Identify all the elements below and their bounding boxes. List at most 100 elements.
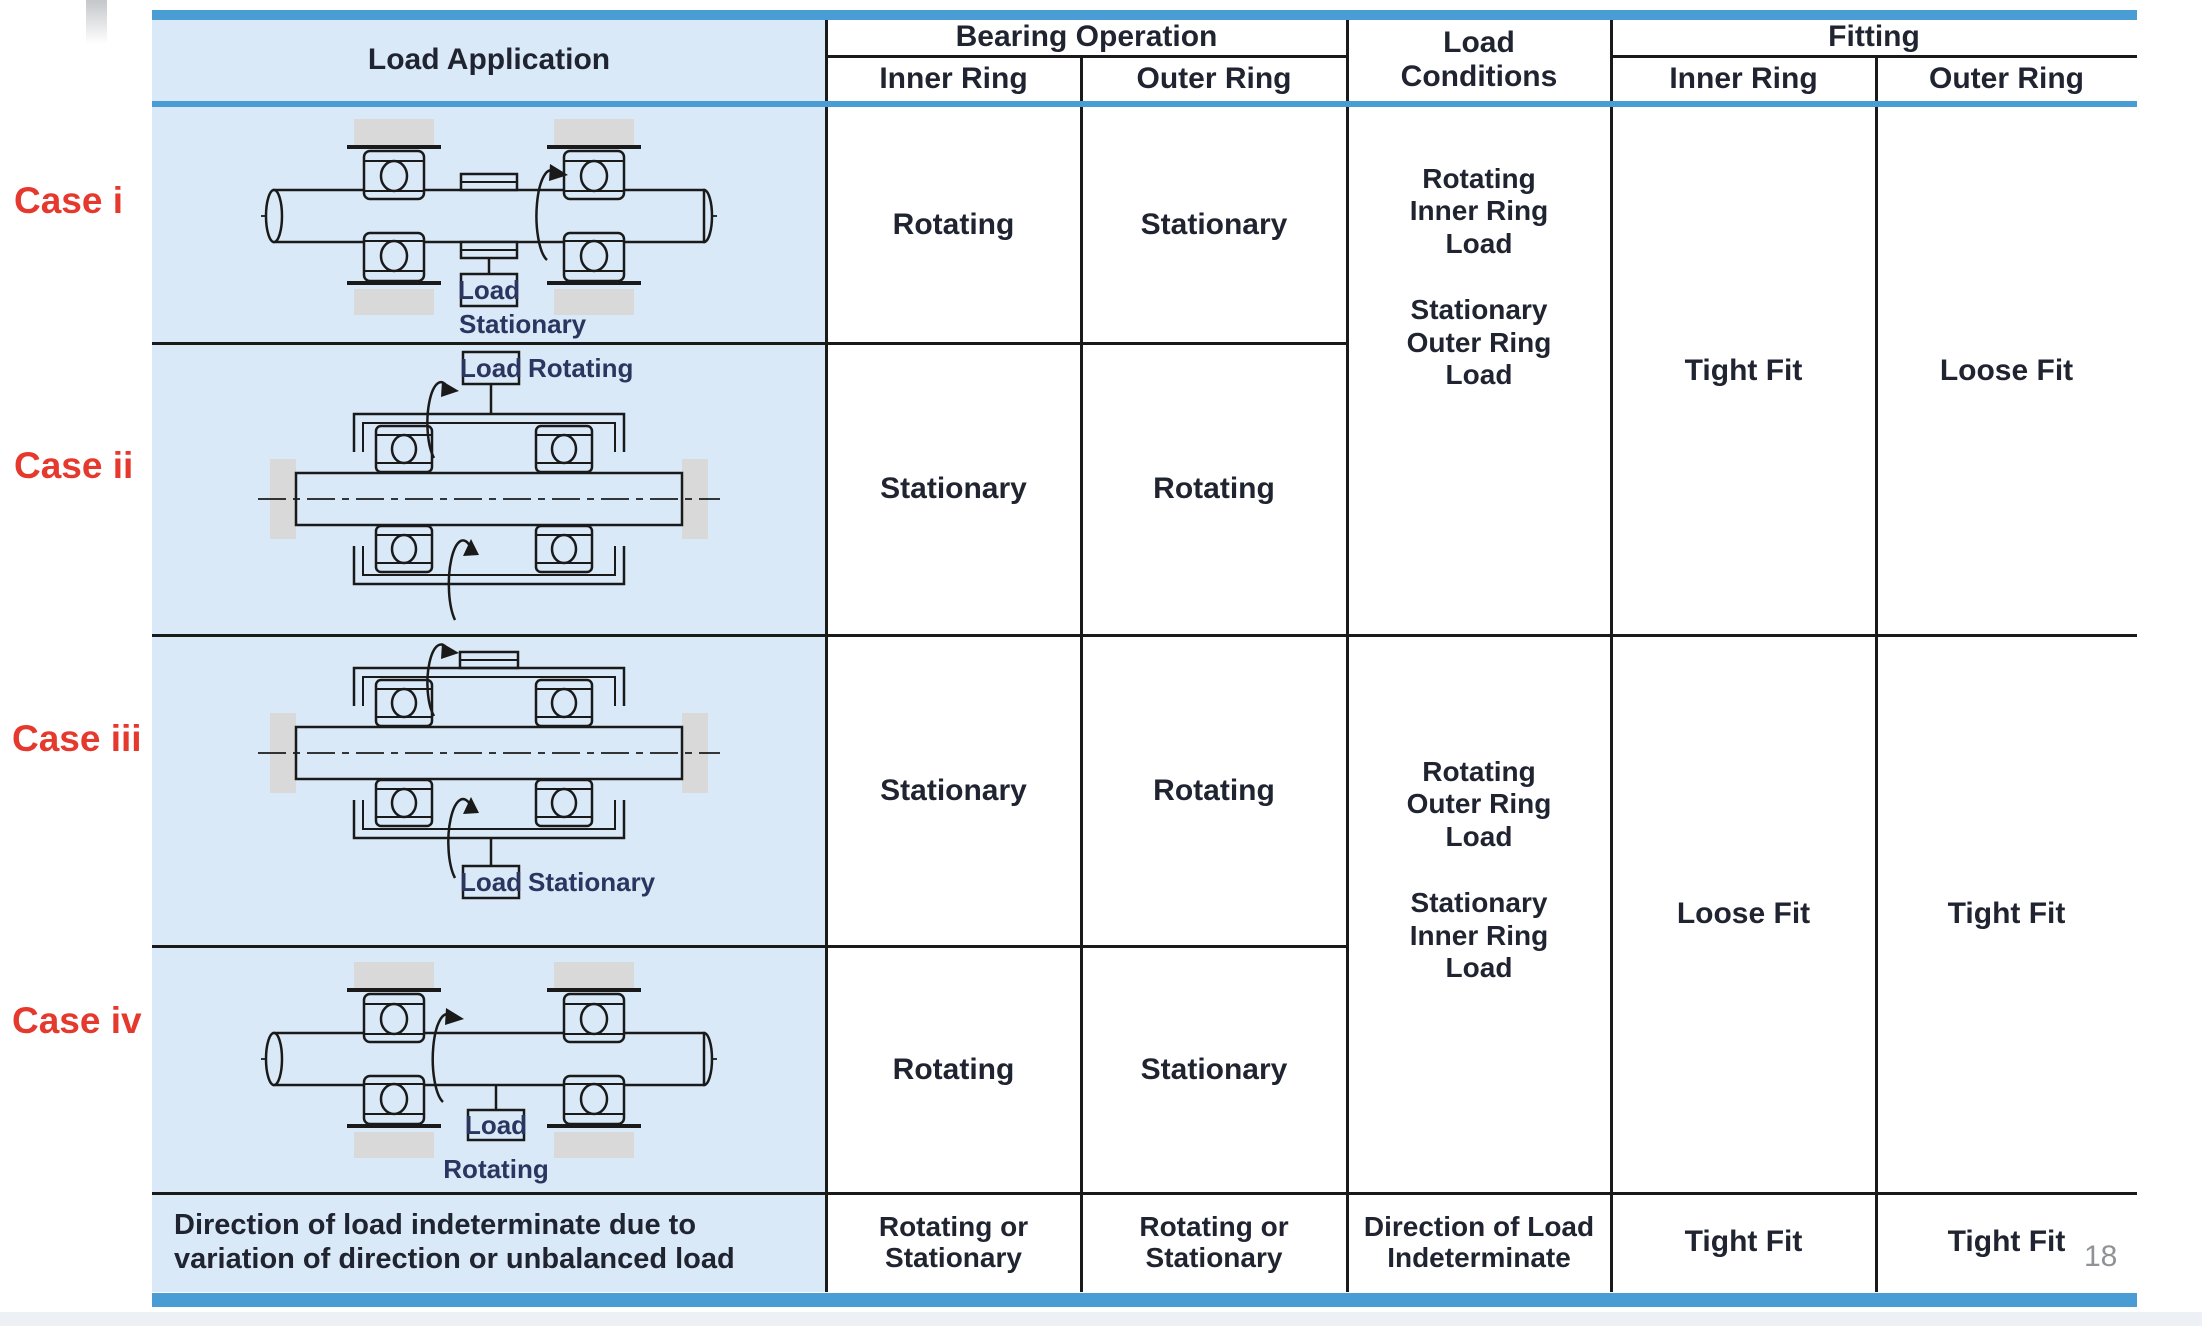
bottom-outer-ring-operation: Rotating or Stationary <box>1081 1192 1347 1292</box>
bearing <box>534 678 594 728</box>
group-2-load-condition-2: Stationary Inner Ring Load <box>1409 887 1549 984</box>
case-iii-outer-ring-operation: Rotating <box>1153 773 1275 807</box>
header-fitting-outer-ring: Outer Ring <box>1929 62 2084 96</box>
bearing <box>534 778 594 828</box>
bearing-ball <box>550 687 578 719</box>
case-ii-outer-ring-operation: Rotating <box>1153 472 1275 506</box>
bottom-description: Direction of load indeterminate due to v… <box>152 1192 826 1292</box>
rotation-arrowhead-icon <box>549 164 568 181</box>
case-iii-label: Case iii <box>12 718 142 759</box>
bearing-ball <box>550 433 578 465</box>
case-iii-diagram: Load Stationary <box>258 643 720 900</box>
corner-tab-decoration <box>86 0 107 44</box>
group-2-load-condition-1: Rotating Outer Ring Load <box>1406 756 1552 852</box>
bearing-ball <box>550 533 578 565</box>
housing-bracket-top-inner <box>362 422 616 452</box>
bearing-ball <box>579 1002 609 1036</box>
rotation-arrowhead-icon <box>445 1008 464 1025</box>
group-1-fit-outer: Loose Fit <box>1939 353 2074 387</box>
bottom-load-condition: Direction of Load Indeterminate <box>1347 1192 1611 1292</box>
bearing-ball <box>379 1002 409 1036</box>
table-top-rule <box>152 10 2137 20</box>
load-state-label: Rotating <box>528 353 633 383</box>
rotation-arrowhead-icon <box>463 797 479 814</box>
rotation-arrow-icon <box>447 797 473 879</box>
rotation-arrow-icon <box>447 539 473 621</box>
bearing-ball <box>579 1082 609 1116</box>
group-2-fit-inner: Loose Fit <box>1676 897 1811 931</box>
grid-hline <box>152 1192 2137 1195</box>
rotation-arrow-icon <box>431 1012 452 1103</box>
bottom-load-condition-text: Direction of Load Indeterminate <box>1363 1210 1595 1273</box>
bottom-fit-outer: Tight Fit <box>1947 1225 2066 1259</box>
grid-vline <box>1875 55 1878 1292</box>
case-ii-diagram: Load Rotating <box>258 350 720 621</box>
group-1-load-conditions: Rotating Inner Ring Load Stationary Oute… <box>1347 107 1611 634</box>
load-box-label: Load <box>465 1110 527 1140</box>
housing-bracket-top <box>352 666 626 706</box>
shaft <box>272 188 706 244</box>
housing-bracket-bottom <box>352 800 626 840</box>
case-iv-outer-ring-operation: Stationary <box>1140 1052 1288 1086</box>
bearing <box>534 424 594 474</box>
grid-hline <box>826 55 1347 58</box>
rotation-arrowhead-icon <box>463 539 479 556</box>
bearing <box>534 524 594 574</box>
bearing-block <box>547 962 641 1158</box>
case-i-inner-ring-operation: Rotating <box>892 207 1015 241</box>
housing-bracket-bottom <box>352 546 626 586</box>
bottom-description-text: Direction of load indeterminate due to v… <box>174 1208 735 1275</box>
grid-hline <box>152 342 1349 345</box>
load-box <box>459 272 519 308</box>
bottom-strip-decoration <box>0 1312 2202 1326</box>
load-box-label: Load <box>458 275 520 305</box>
bottom-fit-inner: Tight Fit <box>1684 1225 1803 1259</box>
bearing-ball <box>390 433 418 465</box>
load-box-label: Load <box>460 353 522 383</box>
load-state-label: Stationary <box>528 867 656 897</box>
case-i-label: Case i <box>14 180 124 221</box>
case-iv-label: Case iv <box>12 1000 142 1041</box>
bearing-ball <box>379 1082 409 1116</box>
rotation-arrowhead-icon <box>441 381 459 397</box>
rotation-arrow-icon <box>535 169 556 261</box>
bottom-inner-ring-operation: Rotating or Stationary <box>826 1192 1081 1292</box>
shaft <box>272 1031 706 1087</box>
header-fitting-inner-ring: Inner Ring <box>1669 62 1818 96</box>
case-i-diagram: Load Stationary <box>261 119 717 339</box>
grid-vline <box>1346 19 1349 1292</box>
housing-bracket-top <box>352 412 626 452</box>
load-box-label: Load <box>460 867 522 897</box>
load-state-label: Rotating <box>443 1154 548 1184</box>
case-iv-inner-ring-operation: Rotating <box>892 1052 1015 1086</box>
load-box <box>461 350 521 386</box>
housing-bracket-bottom-inner <box>362 546 616 576</box>
group-1-load-condition-1: Rotating Inner Ring Load <box>1409 163 1549 259</box>
grid-hline <box>1611 55 2137 58</box>
shaft-end <box>264 1031 284 1087</box>
case-iv-diagram: Load Rotating <box>261 962 717 1184</box>
fitting-selection-table: Load Application Bearing Operation Inner… <box>152 10 2137 1307</box>
load-box <box>461 864 521 900</box>
bottom-outer-ring-text: Rotating or Stationary <box>1139 1210 1289 1273</box>
header-load-conditions-text: Load Conditions <box>1400 26 1558 93</box>
bearing-ball <box>550 787 578 819</box>
bearing-block <box>347 962 441 1158</box>
table-bottom-rule <box>152 1293 2137 1307</box>
bearing-ball <box>579 159 609 193</box>
bottom-inner-ring-text: Rotating or Stationary <box>878 1210 1029 1273</box>
load-state-label: Stationary <box>459 309 587 339</box>
housing-bracket-bottom-inner <box>362 800 616 830</box>
case-iii-inner-ring-operation: Stationary <box>880 773 1027 807</box>
grid-hline <box>152 634 2137 637</box>
bearing-ball <box>379 159 409 193</box>
header-load-application: Load Application <box>367 43 611 77</box>
header-bottom-rule <box>152 101 2137 107</box>
housing-bracket-top-inner <box>362 676 616 706</box>
page-number: 18 <box>2084 1240 2118 1273</box>
header-bearing-operation: Bearing Operation <box>955 20 1218 54</box>
bearing-ball <box>390 687 418 719</box>
header-fitting: Fitting <box>1828 20 1920 54</box>
bearing-ball <box>390 533 418 565</box>
